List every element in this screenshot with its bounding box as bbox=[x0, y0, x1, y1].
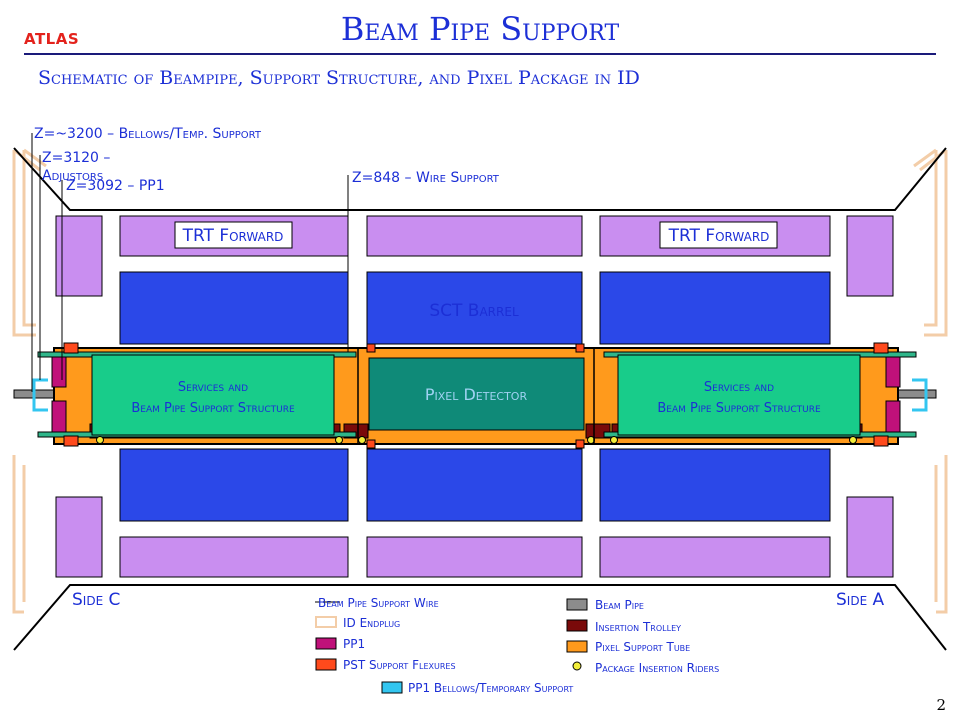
pst-support-flexures bbox=[63, 342, 889, 449]
page-number: 2 bbox=[936, 696, 946, 714]
label-services-right-line1: Services and bbox=[704, 380, 774, 395]
annotation-z3200: Z=~3200 – Bellows/Temp. Support bbox=[34, 126, 262, 142]
trt-forward-right-labelbox bbox=[659, 221, 778, 249]
sct-barrel-bottom bbox=[366, 448, 583, 522]
trt-endcap-c-top bbox=[55, 215, 103, 297]
sct-endcap-c-top bbox=[119, 271, 349, 345]
legend-swatch-pp1 bbox=[315, 637, 337, 650]
annotation-z3092: Z=3092 – PP1 bbox=[66, 178, 165, 194]
label-side-a: Side A bbox=[836, 590, 885, 610]
label-pixel-detector: Pixel Detector bbox=[425, 385, 528, 404]
sct-endcap-a-bottom bbox=[599, 448, 831, 522]
legend-swatch-endplug bbox=[315, 616, 337, 628]
annotation-leaders bbox=[31, 133, 349, 603]
slide-title: Beam Pipe Support bbox=[340, 10, 620, 48]
legend-label-support-tube: Pixel Support Tube bbox=[595, 640, 690, 654]
legend-swatch-pst-flexures bbox=[315, 658, 337, 671]
annotation-z3120-line1: Z=3120 – bbox=[42, 150, 110, 166]
slide-subtitle: Schematic of Beampipe, Support Structure… bbox=[38, 67, 640, 89]
trt-endcap-a-bottom bbox=[846, 496, 894, 578]
label-sct-barrel: SCT Barrel bbox=[429, 301, 519, 321]
trt-barrel-bottom bbox=[366, 536, 583, 578]
trt-forward-c-bottom bbox=[119, 536, 349, 578]
legend-label-trolley: Insertion Trolley bbox=[595, 620, 681, 634]
trt-forward-a-bottom bbox=[599, 536, 831, 578]
legend-swatches bbox=[315, 598, 588, 694]
label-services-left-line2: Beam Pipe Support Structure bbox=[131, 401, 295, 416]
trt-endcap-a-top bbox=[846, 215, 894, 297]
trt-barrel-top bbox=[366, 215, 583, 257]
legend-label-bellows: PP1 Bellows/Temporary Support bbox=[408, 681, 573, 695]
services-left-block bbox=[91, 354, 335, 436]
legend-swatch-riders bbox=[572, 661, 582, 671]
pixel-detector-block bbox=[368, 357, 585, 431]
atlas-logo: ATLAS bbox=[24, 30, 80, 48]
label-side-c: Side C bbox=[72, 590, 120, 610]
legend-swatch-beam-pipe bbox=[566, 598, 588, 611]
sct-barrel-top bbox=[366, 271, 583, 345]
legend-label-beam-pipe: Beam Pipe bbox=[595, 598, 644, 612]
trt-endcap-c-bottom bbox=[55, 496, 103, 578]
legend-label-endplug: ID Endplug bbox=[343, 616, 400, 630]
legend-swatch-support-tube bbox=[566, 640, 588, 653]
legend-label-riders: Package Insertion Riders bbox=[595, 661, 719, 675]
label-services-right-line2: Beam Pipe Support Structure bbox=[657, 401, 821, 416]
package-insertion-riders bbox=[96, 436, 857, 444]
sct-endcap-a-top bbox=[599, 271, 831, 345]
id-envelope-lines bbox=[13, 147, 947, 651]
title-divider bbox=[24, 53, 936, 55]
legend-label-support-wire: Beam Pipe Support Wire bbox=[318, 596, 439, 610]
legend-label-pst-flexures: PST Support Flexures bbox=[343, 658, 456, 672]
legend-label-pp1: PP1 bbox=[343, 637, 365, 651]
label-services-left-line1: Services and bbox=[178, 380, 248, 395]
label-trt-forward-left: TRT Forward bbox=[182, 226, 284, 246]
label-trt-forward-right: TRT Forward bbox=[668, 226, 770, 246]
pp1-bellows-support bbox=[32, 378, 928, 412]
legend-swatch-trolley bbox=[566, 619, 588, 632]
annotation-z848: Z=848 – Wire Support bbox=[352, 170, 500, 186]
services-right-block bbox=[617, 354, 861, 436]
trt-forward-left-labelbox bbox=[174, 221, 293, 249]
legend-swatch-bellows bbox=[381, 681, 403, 694]
sct-modules bbox=[119, 271, 831, 522]
sct-endcap-c-bottom bbox=[119, 448, 349, 522]
beam-pipe-support-wires bbox=[357, 348, 595, 444]
annotation-z3120-line2: Adjustors bbox=[42, 168, 103, 184]
